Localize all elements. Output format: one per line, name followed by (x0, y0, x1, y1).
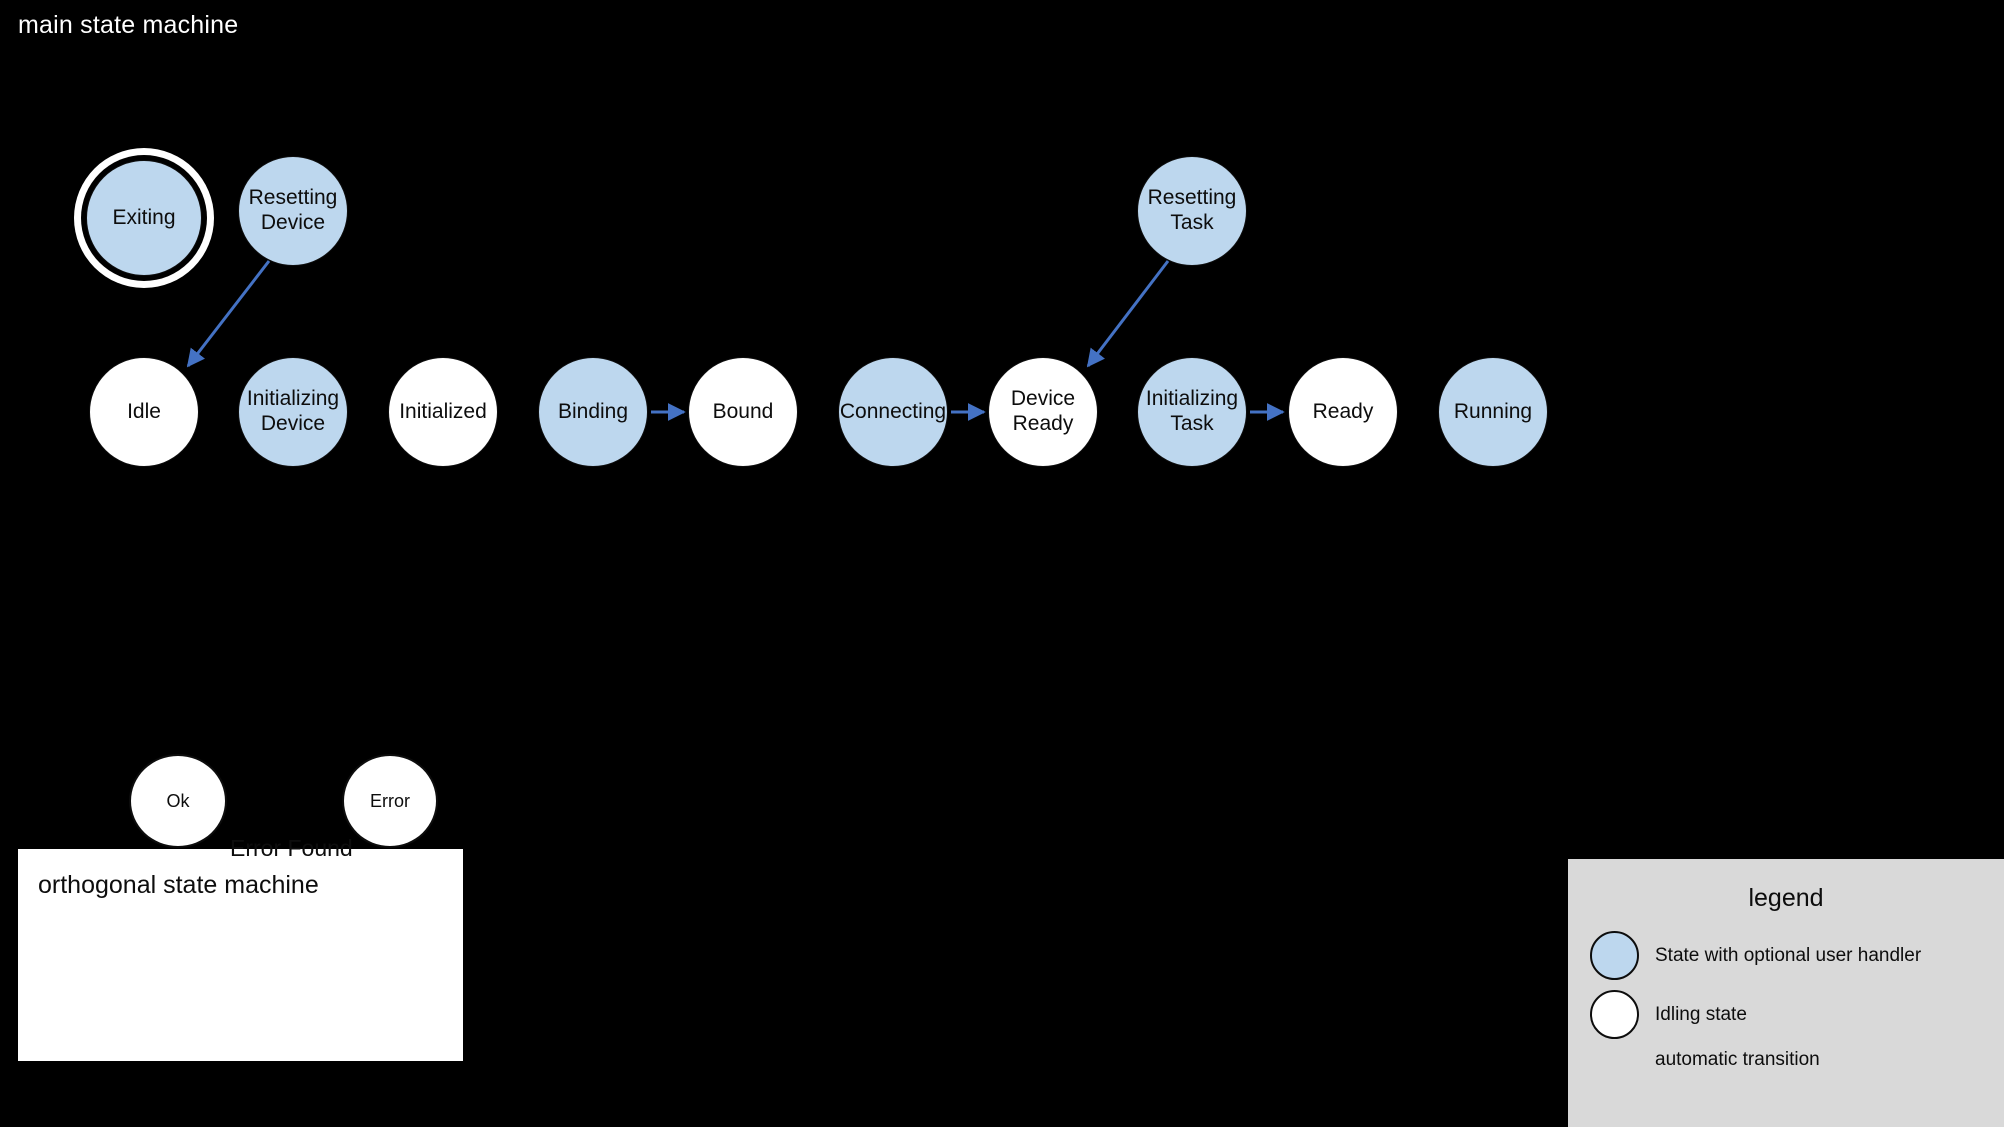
state-node-initializing-device[interactable]: Initializing Device (238, 357, 348, 467)
legend-title: legend (1748, 884, 1824, 912)
state-node-device-ready[interactable]: Device Ready (988, 357, 1098, 467)
state-node-idle[interactable]: Idle (89, 357, 199, 467)
page-title: main state machine (18, 11, 239, 39)
state-node-connecting[interactable]: Connecting (838, 357, 948, 467)
legend-item-idling-state: Idling state (1590, 990, 1747, 1039)
orthogonal-state-machine-panel: orthogonal state machine Ok Error Error … (18, 754, 463, 1061)
state-node-exiting[interactable]: Exiting (86, 160, 202, 276)
legend-blue-circle-icon (1590, 931, 1639, 980)
state-node-bound[interactable]: Bound (688, 357, 798, 467)
state-label-ready: Ready (1312, 399, 1374, 423)
state-label-exiting: Exiting (112, 205, 176, 229)
legend-label-handler-state: State with optional user handler (1655, 944, 1922, 966)
ortho-transition-label-error-found: Error Found (230, 835, 353, 861)
state-node-resetting-device[interactable]: Resetting Device (238, 156, 348, 266)
state-label-connecting: Connecting (839, 399, 947, 423)
legend-white-circle-icon (1590, 990, 1639, 1039)
legend-item-handler-state: State with optional user handler (1590, 931, 1921, 980)
legend-item-automatic-transition: automatic transition (1590, 1049, 1820, 1071)
state-node-initialized[interactable]: Initialized (388, 357, 498, 467)
initial-state-dot (36, 770, 66, 800)
legend-label-automatic-transition: automatic transition (1655, 1049, 1820, 1070)
ortho-state-node-error[interactable]: Error (342, 754, 438, 848)
state-node-ready[interactable]: Ready (1288, 357, 1398, 467)
state-label-idle: Idle (127, 399, 161, 423)
state-label-initializing-task: Initializing Task (1145, 387, 1239, 435)
ortho-state-node-ok[interactable]: Ok (129, 754, 227, 848)
ortho-state-label-ok: Ok (166, 790, 190, 811)
legend-label-idling-state: Idling state (1655, 1003, 1747, 1025)
state-label-resetting-device: Resetting Device (248, 186, 338, 234)
legend-arrow-icon (1590, 1050, 1639, 1070)
state-label-resetting-task: Resetting Task (1147, 186, 1237, 234)
orthogonal-panel-title: orthogonal state machine (38, 871, 319, 899)
transition-resetting-device-to-idle (186, 260, 271, 368)
main-transitions (186, 260, 1285, 421)
state-label-initialized: Initialized (399, 399, 487, 423)
state-label-binding: Binding (557, 399, 629, 423)
state-label-bound: Bound (712, 399, 774, 423)
legend-panel: legend State with optional user handler … (1568, 859, 2004, 1127)
state-label-device-ready: Device Ready (1010, 387, 1076, 435)
state-node-resetting-task[interactable]: Resetting Task (1137, 156, 1247, 266)
state-label-running: Running (1453, 399, 1533, 423)
state-node-running[interactable]: Running (1438, 357, 1548, 467)
state-node-initializing-task[interactable]: Initializing Task (1137, 357, 1247, 467)
ortho-state-label-error: Error (370, 790, 410, 811)
state-node-binding[interactable]: Binding (538, 357, 648, 467)
state-label-initializing-device: Initializing Device (246, 387, 340, 435)
transition-resetting-task-to-device-ready (1086, 260, 1170, 368)
